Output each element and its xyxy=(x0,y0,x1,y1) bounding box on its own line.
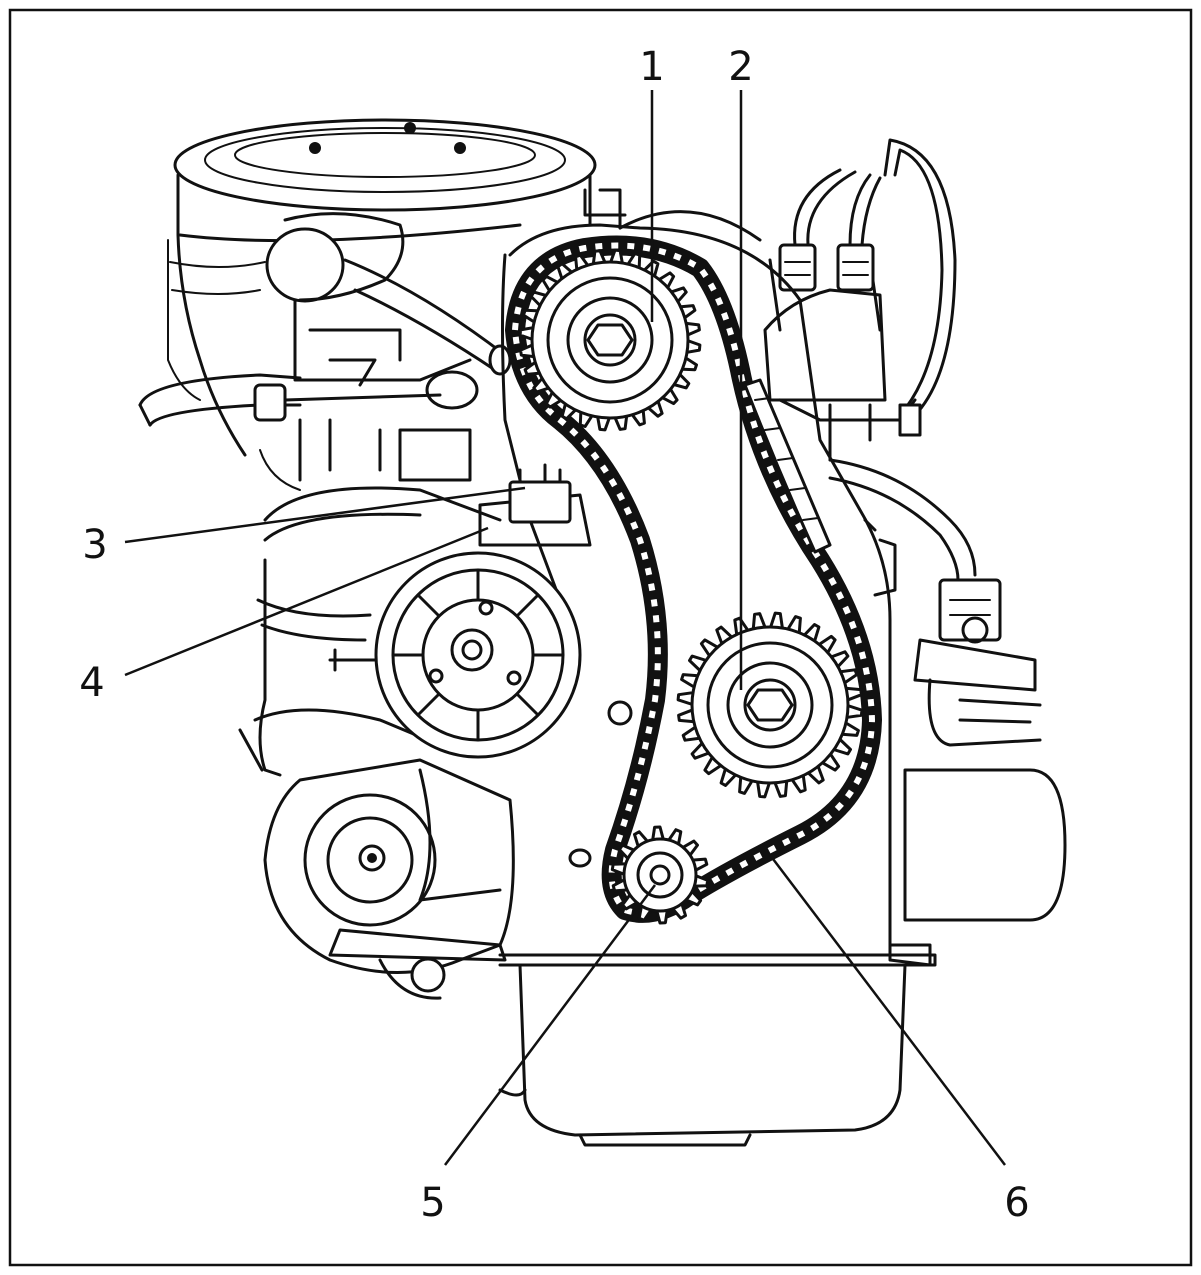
leader-lines xyxy=(124,90,1006,1166)
carburettor xyxy=(138,212,512,491)
leader-line-3 xyxy=(124,486,526,544)
alternator xyxy=(263,758,515,1000)
fan-pulley xyxy=(374,551,582,759)
fuel-pump xyxy=(913,578,1042,747)
cover-bosses xyxy=(568,700,633,868)
callout-3: 3 xyxy=(82,522,107,568)
leader-line-5 xyxy=(444,884,656,1166)
air-cleaner xyxy=(167,118,597,457)
leader-line-6 xyxy=(769,854,1006,1166)
distributor xyxy=(763,138,977,582)
callout-6: 6 xyxy=(1004,1180,1029,1226)
callout-5: 5 xyxy=(420,1180,445,1226)
sprocket-2 xyxy=(676,611,864,799)
callout-2: 2 xyxy=(728,44,753,90)
timing-cover xyxy=(498,188,937,967)
chain-tensioner xyxy=(743,378,832,554)
timing-chain xyxy=(505,235,882,923)
callout-1: 1 xyxy=(639,44,664,90)
leader-line-4 xyxy=(124,526,489,677)
sprocket-1 xyxy=(518,248,702,432)
oil-filter xyxy=(903,768,1067,922)
figure-frame xyxy=(8,8,1193,1267)
callout-4: 4 xyxy=(79,660,104,706)
crankshaft-sprocket xyxy=(610,825,710,925)
water-pump-housing xyxy=(238,463,592,777)
callout-labels: 1 2 3 4 5 6 xyxy=(79,44,1029,1226)
oil-sump xyxy=(498,963,907,1147)
